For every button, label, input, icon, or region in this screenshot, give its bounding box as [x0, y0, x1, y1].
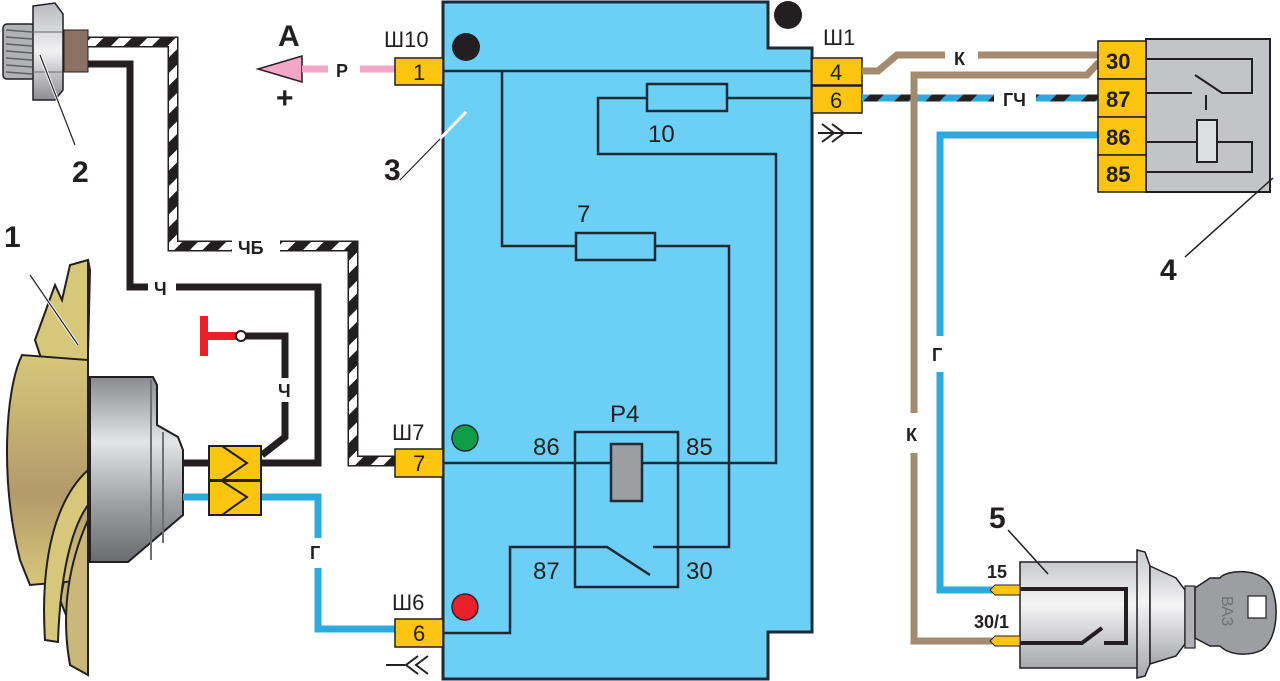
relay-pin-85-label: 85 [1106, 162, 1130, 187]
ignition-ref-label: 5 [989, 502, 1006, 535]
fan-connector [208, 445, 262, 516]
temperature-sensor [2, 2, 89, 146]
terminal-15 [989, 584, 1021, 596]
connector-sh1-label: Ш1 [823, 25, 855, 50]
wire-label-pink: Р [336, 61, 348, 81]
connector-sh6-pin[interactable] [394, 618, 444, 648]
fan-blade [65, 519, 89, 677]
power-arrow-icon [255, 54, 303, 84]
ignition-flange [1136, 549, 1151, 679]
relay-ref-label: 4 [1160, 254, 1177, 287]
wire-blue-vertical [936, 131, 1099, 594]
ignition-body [1019, 561, 1139, 669]
mounting-hole [452, 33, 480, 61]
relay-pin-86[interactable] [1097, 116, 1147, 156]
connector-sh7-pin-label: 7 [413, 451, 425, 476]
sensor-terminal [63, 29, 89, 73]
wire-black [88, 60, 322, 467]
indicator-red [451, 593, 479, 621]
connector-sh7-pin[interactable] [394, 448, 444, 478]
socket-symbol-icon [386, 655, 429, 675]
internal-relay-p4 [573, 430, 680, 589]
power-source-sign: + [276, 82, 294, 115]
connector-sh10-pin[interactable] [394, 57, 444, 86]
relay-p4-label: Р4 [610, 401, 639, 428]
ignition-cone [1149, 564, 1186, 666]
relay-pin-30-label: 30 [1106, 49, 1130, 74]
connector-sh1-pin-6[interactable] [811, 85, 863, 114]
relay-pin-85: 85 [686, 434, 713, 461]
external-relay [1097, 38, 1271, 193]
cooling-fan [6, 258, 184, 677]
fan-ref-label: 1 [4, 221, 21, 254]
wire-label-blue-vertical: Г [932, 345, 942, 365]
relay-pin-86-label: 86 [1106, 125, 1130, 150]
wire-brown-vertical [910, 59, 1102, 645]
power-source-label: A [278, 20, 300, 53]
relay-pin-87: 87 [533, 558, 560, 585]
relay-pin-30: 30 [686, 558, 713, 585]
fuse-7-label: 7 [577, 201, 590, 228]
wire-brown-top [862, 51, 1099, 75]
ignition-key [1194, 570, 1277, 655]
wire-label-black-ground: Ч [278, 381, 291, 401]
ignition-switch: ВАЗ [989, 549, 1277, 679]
connector-sh7-label: Ш7 [392, 420, 424, 445]
wire-label-blue-fan: Г [310, 543, 320, 563]
wire-label-blue-black: ГЧ [1003, 90, 1026, 110]
ignition-pin-30-1-label: 30/1 [974, 612, 1009, 632]
relay-pin-87-label: 87 [1106, 87, 1130, 112]
indicator-green [451, 424, 479, 452]
ground-terminal [235, 330, 247, 342]
relay-pin-85[interactable] [1097, 154, 1147, 193]
relay-coil [1196, 119, 1218, 163]
wire-label-brown-vertical: К [906, 425, 918, 445]
plug-symbol-icon [818, 123, 862, 143]
connector-sh1-pin-4-label: 4 [830, 60, 842, 85]
wire-label-brown-top: К [954, 49, 966, 69]
relay-pin-86: 86 [533, 434, 560, 461]
sensor-ref-label: 2 [72, 156, 89, 189]
fan-motor [89, 376, 184, 563]
sensor-nut [32, 2, 64, 101]
relay-body [1145, 38, 1271, 193]
block-circuits [443, 69, 812, 635]
fuse-7 [574, 231, 657, 262]
block-ref-label: 3 [384, 154, 401, 187]
connector-sh6-label: Ш6 [392, 590, 424, 615]
fuse-10 [645, 82, 729, 113]
connector-sh1-pin-6-label: 6 [830, 88, 842, 113]
ground-symbol [200, 316, 240, 356]
wire-label-black: Ч [154, 279, 167, 299]
fuse-10-label: 10 [648, 121, 675, 148]
wire-label-black-white: ЧБ [238, 238, 264, 258]
terminal-30-1 [989, 635, 1021, 647]
relay-coil [609, 442, 644, 503]
connector-sh10-pin-label: 1 [413, 60, 425, 85]
connector-sh10-label: Ш10 [384, 27, 429, 52]
fan-blade [43, 467, 89, 644]
connector-sh6-pin-label: 6 [413, 621, 425, 646]
mounting-block [441, 0, 814, 681]
key-brand-label: ВАЗ [1218, 596, 1235, 626]
ignition-pin-15-label: 15 [987, 562, 1007, 582]
mounting-hole [774, 1, 802, 29]
power-source-a: Р [255, 54, 398, 84]
